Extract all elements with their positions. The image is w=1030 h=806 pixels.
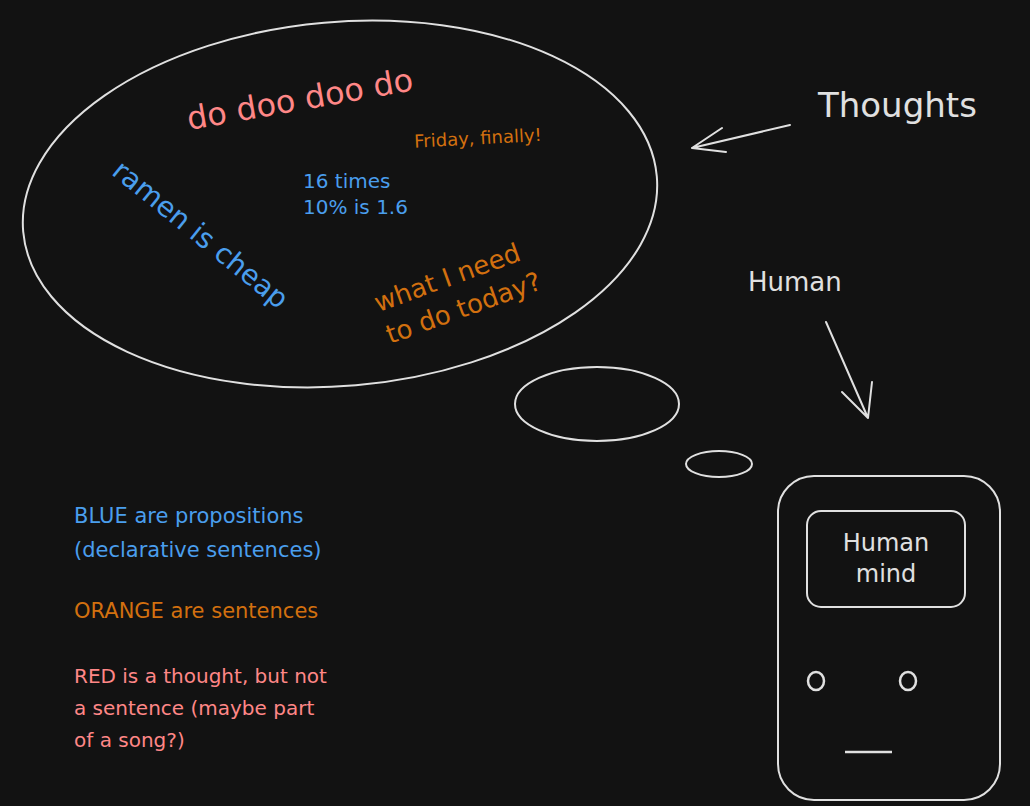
head-outline <box>778 476 1000 800</box>
sentence-text: what I need to do today? <box>370 228 560 352</box>
sentence-text: Friday, finally! <box>414 123 543 153</box>
mind-box-outline <box>806 510 966 608</box>
node-label: Human mind <box>831 528 941 590</box>
mind-box-shape <box>807 511 965 607</box>
proposition-text: 16 times 10% is 1.6 <box>303 168 421 220</box>
mouth <box>845 751 892 754</box>
eye <box>900 672 916 690</box>
thought-text: do doo doo do <box>184 60 417 141</box>
key-note: ORANGE are sentences <box>74 595 318 629</box>
annotation-label: Human <box>748 262 842 304</box>
pointer-arrow <box>826 322 872 418</box>
thought-bubble: do doo doo do ramen is cheap Friday, final… <box>20 18 660 390</box>
proposition-text: ramen is cheap <box>104 153 295 317</box>
thought-trail-bubble <box>515 367 679 441</box>
annotation-label: Thoughts <box>818 78 977 132</box>
thought-bubble-shape <box>7 0 672 413</box>
thought-trail-bubble <box>686 451 752 477</box>
mind-box: Human mind <box>806 510 966 608</box>
pointer-arrow <box>692 125 790 152</box>
key-note: BLUE are propositions (declarative sente… <box>74 500 404 567</box>
key-note: RED is a thought, but not a sentence (ma… <box>74 660 329 756</box>
eye <box>808 672 824 690</box>
